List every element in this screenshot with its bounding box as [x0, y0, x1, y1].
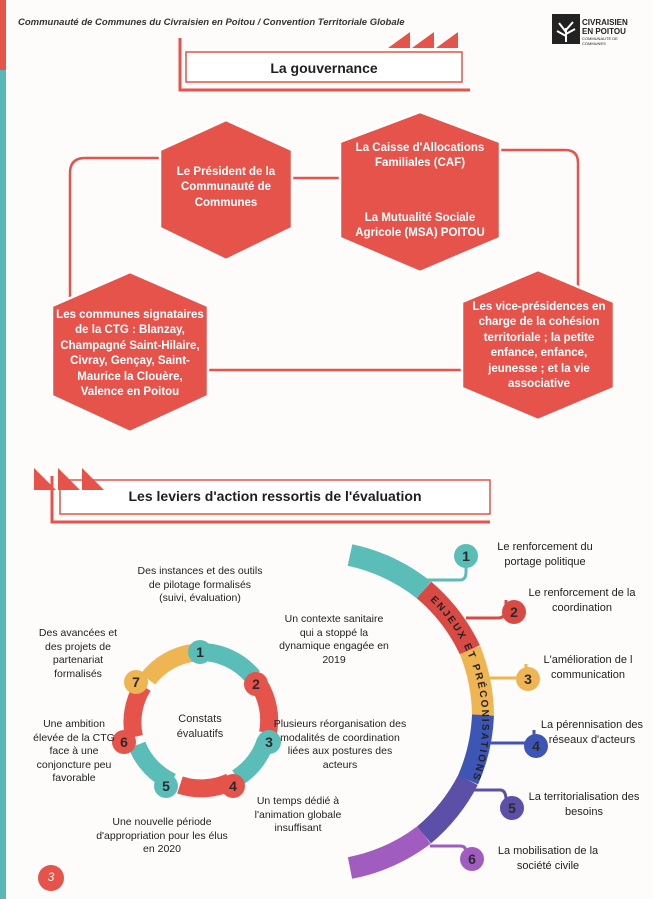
leviers-title: Les leviers d'action ressortis de l'éval… [128, 488, 422, 504]
enjeu-num-6: 6 [468, 851, 476, 867]
enjeu-text-3: L'amélioration de l communication [543, 654, 633, 681]
leviers-title-frame [34, 468, 491, 524]
enjeux-arc-label: ENJEUX ET PRÉCONISATIONS [428, 594, 488, 783]
gouvernance-title-frame [178, 32, 470, 92]
page-number: 3 [47, 870, 55, 884]
constat-text-4: Un temps dédié à l'animation globale ins… [254, 795, 342, 834]
logo: CIVRAISIEN EN POITOU COMMUNAUTÉ DE COMMU… [552, 12, 642, 48]
gouvernance-diagram [50, 110, 616, 434]
enjeu-num-5: 5 [508, 800, 516, 816]
enjeu-text-4: La pérennisation des réseaux d'acteurs [540, 719, 644, 746]
constat-text-3: Plusieurs réorganisation des modalités d… [273, 718, 407, 771]
left-edge-accent [0, 0, 6, 70]
logo-line3: COMMUNAUTÉ DE COMMUNES [582, 36, 618, 46]
constat-num-1: 1 [196, 644, 204, 660]
constat-num-2: 2 [252, 676, 260, 692]
gouvernance-title: La gouvernance [270, 60, 378, 76]
constat-num-6: 6 [120, 734, 128, 750]
enjeu-text-1: Le renforcement du portage politique [497, 541, 593, 568]
constat-num-5: 5 [162, 778, 170, 794]
constat-text-2: Un contexte sanitaire qui a stoppé la dy… [279, 613, 389, 666]
constat-text-5: Une nouvelle période d'appropriation pou… [96, 816, 228, 855]
enjeu-num-1: 1 [462, 548, 470, 564]
page-number-badge [38, 865, 64, 891]
enjeu-num-4: 4 [532, 738, 540, 754]
hex-msa: La Mutualité Sociale Agricole (MSA) POIT… [355, 211, 485, 240]
hex-communes: Les communes signataires de la CTG : Bla… [56, 308, 204, 399]
constats-cycle [112, 640, 281, 798]
hex-vice-presidences: Les vice-présidences en charge de la coh… [472, 300, 606, 391]
constat-num-4: 4 [229, 778, 237, 794]
enjeu-num-2: 2 [510, 604, 518, 620]
enjeu-text-2: Le renforcement de la coordination [528, 587, 636, 614]
constat-text-6: Une ambition élevée de la CTG face à une… [33, 718, 115, 784]
hex-caf: La Caisse d'Allocations Familiales (CAF) [355, 141, 485, 170]
svg-text:ENJEUX ET PRÉCONISATIONS: ENJEUX ET PRÉCONISATIONS [428, 594, 490, 783]
logo-line2: EN POITOU [582, 27, 626, 36]
enjeu-num-3: 3 [524, 671, 532, 687]
logo-line1: CIVRAISIEN [582, 18, 628, 27]
constat-num-7: 7 [132, 674, 140, 690]
hex-president: Le Président de la Communauté de Commune… [176, 165, 276, 209]
constats-center-label: Constats évaluatifs [176, 713, 224, 740]
tree-icon [552, 14, 580, 44]
enjeu-text-6: La mobilisation de la société civile [497, 845, 599, 872]
enjeu-text-5: La territorialisation des besoins [528, 791, 640, 818]
constat-text-7: Des avancées et des projets de partenari… [38, 627, 118, 680]
constat-text-1: Des instances et des outils de pilotage … [137, 565, 263, 604]
header-title: Communauté de Communes du Civraisien en … [18, 17, 405, 28]
constat-num-3: 3 [265, 734, 273, 750]
left-edge-stripe [0, 0, 6, 899]
